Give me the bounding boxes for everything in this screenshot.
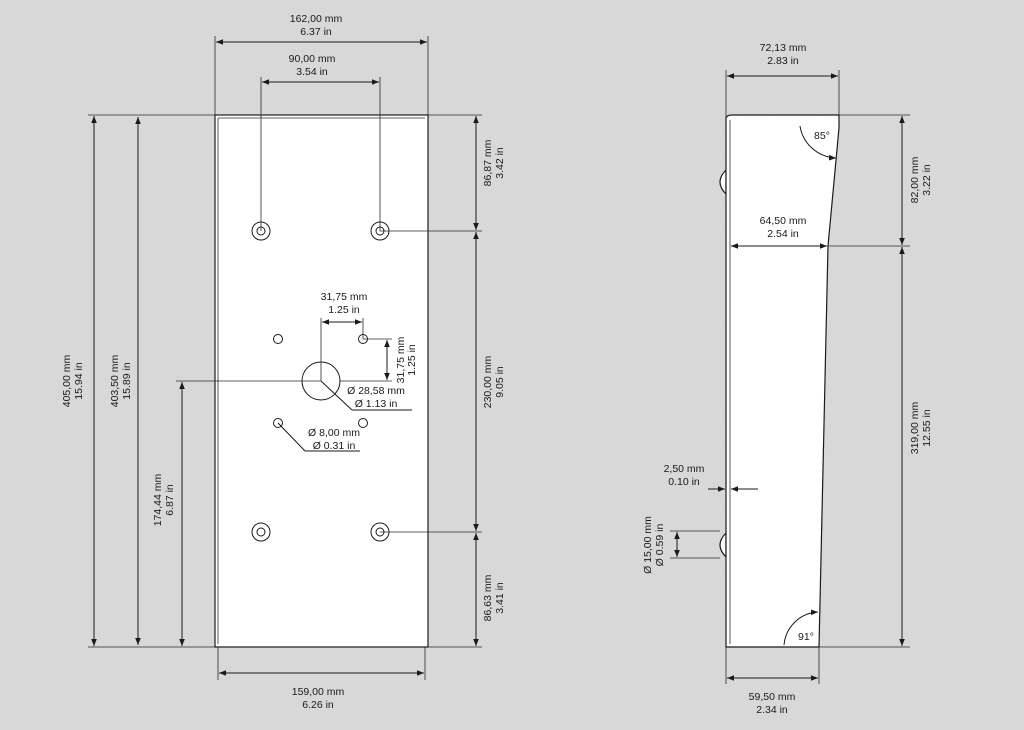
dim-top-offset-in: 3.42 in: [494, 147, 506, 179]
small-hole-top-left: [273, 334, 283, 344]
dim-small-hole-mm: Ø 8,00 mm: [308, 427, 360, 439]
dim-small-h-mm: 31,75 mm: [321, 291, 368, 303]
dim-top-height-mm: 82,00 mm: [909, 156, 921, 203]
dim-hole-spacing-in: 3.54 in: [296, 66, 328, 78]
dim-height-outer-mm: 405,00 mm: [61, 354, 73, 407]
angle-bottom-arc: [783, 609, 819, 646]
dim-lower-height-in: 12.55 in: [921, 409, 933, 447]
dim-depth-mid-in: 2.54 in: [767, 228, 799, 240]
dim-bottom-offset-mm: 86,63 mm: [482, 574, 494, 621]
dim-thickness-mm: 2,50 mm: [664, 463, 705, 475]
dim-center-hole-mm: Ø 28,58 mm: [347, 385, 405, 397]
angle-top-label: 85°: [814, 130, 830, 142]
dim-depth-mid-mm: 64,50 mm: [760, 215, 807, 227]
dim-small-v-mm: 31,75 mm: [395, 336, 407, 383]
dim-height-inner-in: 15.89 in: [121, 362, 133, 400]
dim-height-inner-mm: 403,50 mm: [109, 354, 121, 407]
dim-depth-top-mm: 72,13 mm: [760, 42, 807, 54]
dim-bump-diameter-in: Ø 0.59 in: [654, 524, 666, 567]
angle-top-arc: [799, 125, 837, 161]
dim-width-bottom-mm: 159,00 mm: [292, 686, 345, 698]
side-view: 72,13 mm 2.83 in 85° 64,50 mm 2.54 in 82…: [642, 42, 933, 716]
dim-mid-spacing-mm: 230,00 mm: [482, 355, 494, 408]
dim-width-top-in: 6.37 in: [300, 26, 332, 38]
dim-width-top-mm: 162,00 mm: [290, 13, 343, 25]
dim-mid-spacing-in: 9.05 in: [494, 366, 506, 398]
dim-small-hole-in: Ø 0.31 in: [313, 440, 356, 452]
dim-lower-height-mm: 319,00 mm: [909, 401, 921, 454]
dim-center-hole-in: Ø 1.13 in: [355, 398, 398, 410]
dim-center-height-in: 6.87 in: [164, 484, 176, 516]
mount-hole-bottom-left: [251, 522, 271, 542]
dim-thickness-in: 0.10 in: [668, 476, 700, 488]
dim-depth-bottom-mm: 59,50 mm: [749, 691, 796, 703]
dim-small-v-in: 1.25 in: [406, 344, 418, 376]
dim-hole-spacing-mm: 90,00 mm: [289, 53, 336, 65]
dim-top-height-in: 3.22 in: [921, 164, 933, 196]
dim-center-height-mm: 174,44 mm: [152, 473, 164, 526]
dim-top-offset-mm: 86,87 mm: [482, 139, 494, 186]
dim-bump-diameter-mm: Ø 15,00 mm: [642, 516, 654, 574]
dim-width-bottom-in: 6.26 in: [302, 699, 334, 711]
dim-depth-top-in: 2.83 in: [767, 55, 799, 67]
dim-depth-bottom-in: 2.34 in: [756, 704, 788, 716]
dim-height-outer-in: 15.94 in: [73, 362, 85, 400]
front-view: 162,00 mm 6.37 in 90,00 mm 3.54 in 31,75…: [61, 13, 506, 711]
angle-bottom-label: 91°: [798, 631, 814, 643]
dim-small-h-in: 1.25 in: [328, 304, 360, 316]
small-hole-bottom-right: [358, 418, 368, 428]
dim-bottom-offset-in: 3.41 in: [494, 582, 506, 614]
